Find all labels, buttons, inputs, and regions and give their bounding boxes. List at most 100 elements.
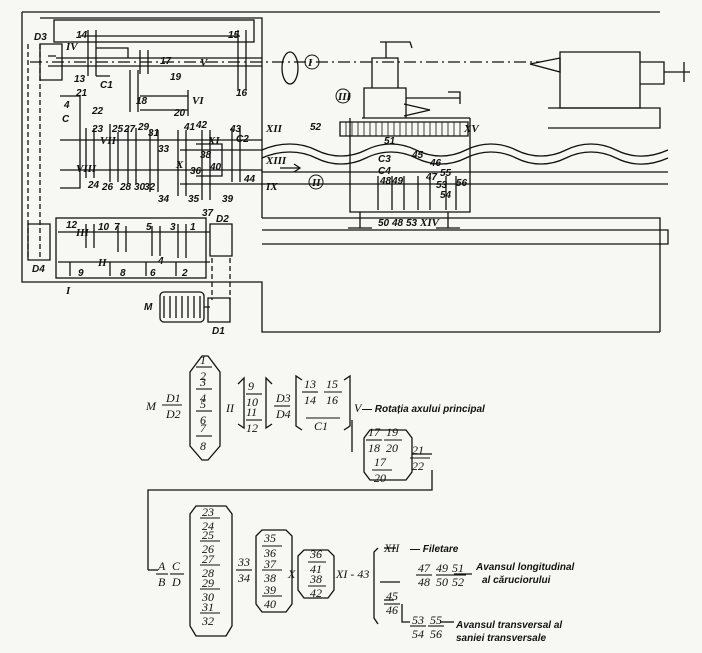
gear-46: 46 bbox=[429, 158, 442, 169]
branch-bracket bbox=[373, 547, 379, 625]
hex-gearbox-main bbox=[189, 505, 233, 637]
formula-36b: 36 bbox=[309, 547, 322, 561]
formula-20b: 20 bbox=[374, 471, 386, 485]
formula-53: 53 bbox=[412, 613, 424, 627]
gear-48: 48 bbox=[379, 176, 392, 187]
hex-36-42 bbox=[297, 549, 335, 599]
tailstock-handwheel bbox=[664, 62, 690, 82]
gear-17: 17 bbox=[160, 56, 172, 67]
formula-9: 9 bbox=[248, 379, 254, 393]
pulley-d4 bbox=[27, 223, 51, 261]
formula-29: 29 bbox=[202, 576, 214, 590]
gear-1: 1 bbox=[190, 222, 196, 233]
formula-d: D bbox=[171, 575, 181, 589]
formula-30: 30 bbox=[201, 590, 214, 604]
cross-slide-screw bbox=[403, 103, 431, 117]
gear-26: 26 bbox=[101, 182, 114, 193]
gear-44: 44 bbox=[243, 174, 256, 185]
formula-27: 27 bbox=[202, 552, 215, 566]
formula-42: 42 bbox=[310, 586, 322, 600]
gear-31: 31 bbox=[148, 128, 160, 139]
formula-b: B bbox=[158, 575, 166, 589]
gears-shaft-v bbox=[87, 30, 247, 90]
pulley-d4-label: D4 bbox=[32, 264, 45, 275]
gear-42: 42 bbox=[195, 120, 208, 131]
gear-16: 16 bbox=[236, 88, 248, 99]
formula-33: 33 bbox=[237, 555, 250, 569]
fraction-bars-upper bbox=[162, 366, 430, 471]
apron-handwheels bbox=[348, 212, 460, 229]
bed-outline bbox=[262, 217, 661, 332]
shaft-i-label: I bbox=[65, 285, 71, 297]
formula-47: 47 bbox=[418, 561, 431, 575]
formula-51: 51 bbox=[452, 561, 464, 575]
shaft-vi-label: VI bbox=[192, 95, 204, 107]
formula-19: 19 bbox=[386, 425, 398, 439]
formula-c: C bbox=[172, 559, 181, 573]
pulley-d1 bbox=[207, 297, 231, 323]
formula-23: 23 bbox=[202, 505, 214, 519]
gear-9: 9 bbox=[78, 268, 84, 279]
rack bbox=[339, 121, 469, 137]
shaft-iv-label: IV bbox=[65, 41, 79, 53]
gear-18: 18 bbox=[136, 96, 148, 107]
gear-6: 6 bbox=[150, 268, 156, 279]
circle-i-label: I bbox=[307, 57, 313, 69]
tool-post bbox=[362, 57, 470, 119]
formula-1: 1 bbox=[200, 353, 206, 367]
gear-14: 14 bbox=[76, 30, 88, 41]
formula-39: 39 bbox=[263, 583, 276, 597]
gear-32: 32 bbox=[144, 182, 156, 193]
formula-c1: C1 bbox=[314, 419, 328, 433]
flow-return-line bbox=[147, 470, 433, 570]
formula-50: 50 bbox=[436, 575, 448, 589]
shaft-v-housing bbox=[53, 19, 255, 43]
formula-46: 46 bbox=[386, 603, 398, 617]
pulley-d2-label: D2 bbox=[216, 214, 229, 225]
tailstock-base bbox=[548, 107, 661, 129]
gear-7: 7 bbox=[114, 222, 120, 233]
label-transversal-1: Avansul transversal al bbox=[455, 620, 562, 631]
gear-38: 38 bbox=[200, 150, 212, 161]
gear-5: 5 bbox=[146, 222, 152, 233]
label-longitudinal-1: Avansul longitudinal bbox=[475, 562, 575, 573]
formula-24: 24 bbox=[202, 519, 214, 533]
gear-50: 50 bbox=[378, 218, 390, 229]
pulley-labels: D3 D4 D2 D1 M C1 C C2 C3 C4 bbox=[32, 32, 391, 337]
hex-v-vi bbox=[363, 429, 413, 481]
formula-shaft-x: X bbox=[287, 567, 296, 581]
headstock-inner-frame bbox=[40, 17, 263, 218]
gear-24: 24 bbox=[87, 180, 100, 191]
gear-21: 21 bbox=[75, 88, 88, 99]
gear-28: 28 bbox=[119, 182, 132, 193]
gear-35: 35 bbox=[188, 194, 200, 205]
shaft-v-label: V bbox=[200, 57, 209, 69]
shaft-xv-label: XV bbox=[463, 123, 480, 135]
formula-48: 48 bbox=[418, 575, 430, 589]
formula-37: 37 bbox=[263, 557, 277, 571]
gear-4b: 4 bbox=[157, 256, 164, 267]
label-filetare: — Filetare bbox=[409, 544, 459, 555]
formula-4: 4 bbox=[200, 391, 206, 405]
formula-17b: 17 bbox=[374, 455, 387, 469]
formula-16: 16 bbox=[326, 393, 338, 407]
gear-39: 39 bbox=[222, 194, 234, 205]
clutch-c4-label: C4 bbox=[378, 166, 391, 177]
gear-43: 43 bbox=[229, 124, 242, 135]
gear-27: 27 bbox=[123, 124, 136, 135]
tailstock-body bbox=[559, 51, 665, 109]
lead-screw-top bbox=[261, 143, 669, 157]
formula-6: 6 bbox=[200, 413, 206, 427]
gear-15: 15 bbox=[228, 30, 240, 41]
shaft-xiv-label: XIV bbox=[419, 217, 441, 229]
apron bbox=[349, 118, 471, 213]
label-longitudinal-2: al căruciorului bbox=[482, 575, 551, 586]
pulley-d2 bbox=[209, 223, 233, 257]
gear-48b: 48 bbox=[391, 218, 404, 229]
gear-30: 30 bbox=[134, 182, 146, 193]
gear-22: 22 bbox=[91, 106, 104, 117]
shaft-xii-label: XII bbox=[265, 123, 283, 135]
gear-34: 34 bbox=[158, 194, 170, 205]
gear-12: 12 bbox=[66, 220, 78, 231]
